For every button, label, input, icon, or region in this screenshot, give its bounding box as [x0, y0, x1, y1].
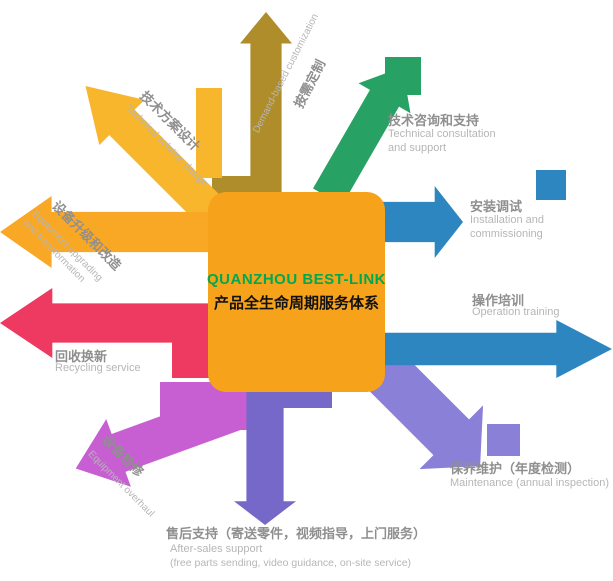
arrow-solution-strip	[196, 88, 222, 178]
label-training-zh: 操作培训	[472, 293, 525, 308]
center-badge: QUANZHOU BEST-LINK 产品全生命周期服务体系	[207, 192, 386, 392]
label-consult-zh: 技术咨询和支持	[388, 113, 480, 128]
label-training-en: Operation training	[472, 306, 560, 318]
label-maintenance-zh: 保养维护（年度检测）	[450, 461, 581, 476]
maintenance-accent-square	[487, 424, 520, 456]
label-consult-en-line2: and support	[388, 142, 447, 154]
label-recycle-en: Recycling service	[55, 362, 141, 374]
label-aftersales-en-line2: (free parts sending, video guidance, on-…	[170, 557, 412, 569]
consult-accent-square	[385, 57, 421, 95]
label-recycle-zh: 回收换新	[55, 349, 108, 364]
install-accent-square	[536, 170, 566, 200]
label-install-en-line2: commissioning	[470, 228, 543, 240]
company-name: QUANZHOU BEST-LINK	[207, 271, 386, 288]
label-maintenance-en: Maintenance (annual inspection)	[450, 477, 609, 489]
label-aftersales-en-line1: After-sales support	[170, 543, 263, 555]
label-install-en-line1: Installation and	[470, 214, 544, 226]
label-install-zh: 安装调试	[470, 199, 523, 214]
label-aftersales-zh: 售后支持（寄送零件，视频指导，上门服务）	[166, 526, 427, 541]
label-consult-en-line1: Technical consultation	[388, 128, 496, 140]
center-title: 产品全生命周期服务体系	[213, 295, 379, 312]
